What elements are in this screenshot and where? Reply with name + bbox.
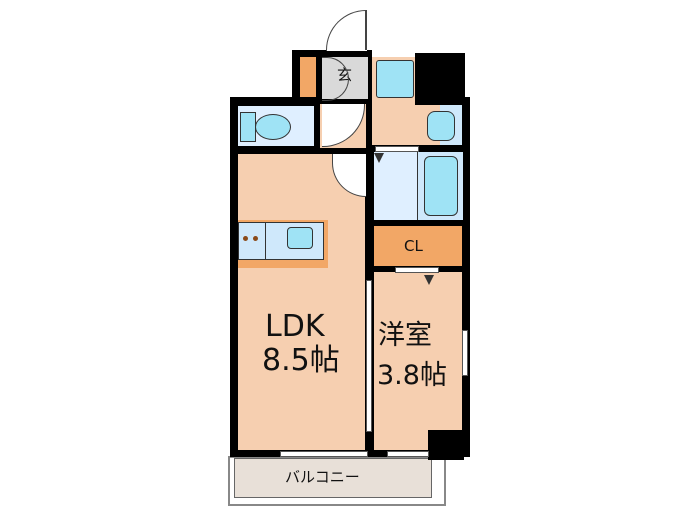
washing-machine-pan-icon bbox=[376, 60, 414, 98]
washbasin-icon bbox=[427, 111, 455, 141]
kitchen-divider bbox=[265, 222, 266, 260]
ldk-name: LDK bbox=[265, 309, 325, 344]
stove-icon bbox=[253, 236, 258, 241]
storage bbox=[300, 57, 316, 97]
column bbox=[428, 430, 464, 460]
balcony bbox=[234, 458, 432, 498]
room-ldk bbox=[238, 154, 365, 450]
washroom-door bbox=[375, 146, 419, 152]
black-block bbox=[415, 53, 465, 105]
window bbox=[280, 451, 368, 457]
closet-label: CL bbox=[404, 237, 423, 255]
western-room-name: 洋室 bbox=[378, 320, 432, 351]
western-room-size: 3.8帖 bbox=[377, 360, 447, 391]
front-door-leaf bbox=[365, 10, 367, 50]
ldk-size: 8.5帖 bbox=[262, 343, 340, 378]
door-arrow-icon bbox=[424, 275, 434, 285]
door-arrow-icon bbox=[374, 153, 384, 163]
stove-icon bbox=[243, 236, 248, 241]
room-closet bbox=[374, 226, 462, 266]
window bbox=[387, 451, 429, 457]
sliding-door bbox=[366, 280, 372, 432]
closet-door bbox=[395, 267, 439, 273]
window bbox=[462, 330, 468, 376]
toilet-bowl-icon bbox=[255, 114, 291, 140]
front-door-icon bbox=[326, 10, 367, 51]
room-western bbox=[374, 272, 462, 450]
balcony-label: バルコニー bbox=[285, 468, 360, 486]
bathtub-icon bbox=[424, 156, 458, 216]
sink-icon bbox=[287, 227, 313, 249]
toilet-tank-icon bbox=[240, 112, 256, 142]
